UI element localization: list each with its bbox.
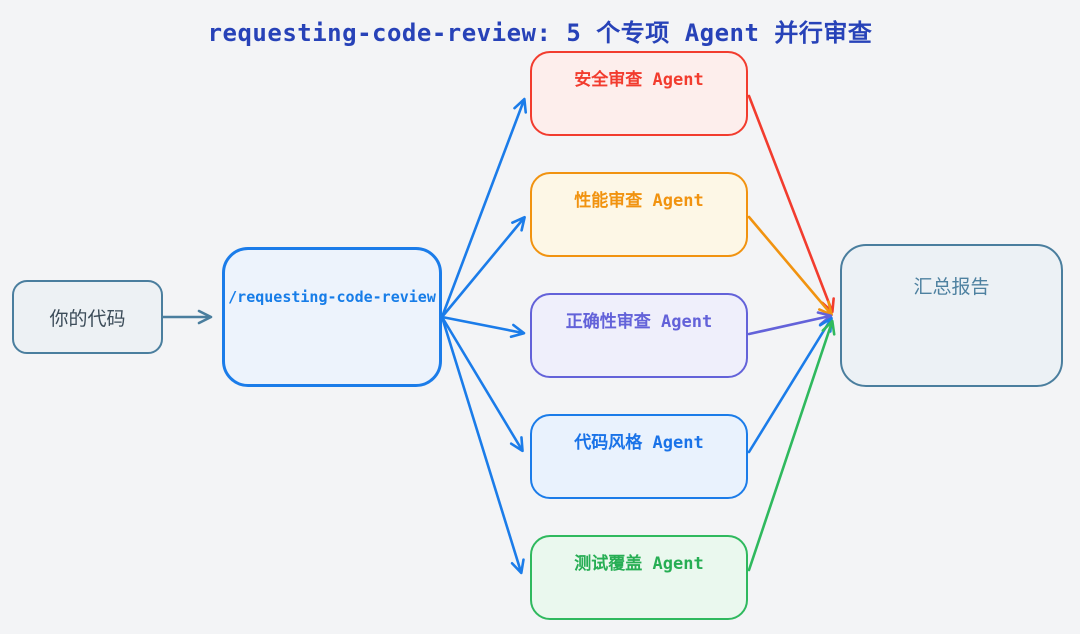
edge-command-to-testcov — [440, 315, 525, 575]
node-agent-codestyle: 代码风格 Agent — [530, 414, 748, 499]
node-agent-testcov: 测试覆盖 Agent — [530, 535, 748, 620]
node-agent-codestyle-label: 代码风格 Agent — [574, 433, 704, 453]
node-summary: 汇总报告 — [840, 244, 1063, 387]
edge-testcov-to-summary — [747, 319, 836, 572]
edge-correctness-to-summary — [747, 311, 833, 336]
node-your-code: 你的代码 — [12, 280, 163, 354]
edge-command-to-codestyle — [440, 315, 524, 453]
edge-command-to-performance — [440, 215, 526, 319]
node-command: /requesting-code-review — [222, 247, 442, 387]
node-agent-performance: 性能审查 Agent — [530, 172, 748, 257]
node-agent-security-label: 安全审查 Agent — [574, 70, 704, 90]
node-command-label: /requesting-code-review — [228, 288, 436, 306]
node-agent-testcov-label: 测试覆盖 Agent — [574, 554, 704, 574]
node-summary-label: 汇总报告 — [913, 276, 990, 298]
node-agent-correctness: 正确性审查 Agent — [530, 293, 748, 378]
node-your-code-label: 你的代码 — [49, 307, 126, 330]
edge-command-to-correctness — [440, 315, 526, 339]
edge-command-to-security — [440, 97, 528, 319]
node-agent-performance-label: 性能审查 Agent — [574, 191, 704, 211]
diagram-title: requesting-code-review: 5 个专项 Agent 并行审查 — [207, 19, 873, 47]
node-agent-security: 安全审查 Agent — [530, 51, 748, 136]
edge-performance-to-summary — [747, 215, 833, 317]
edge-security-to-summary — [747, 94, 835, 314]
node-agent-correctness-label: 正确性审查 Agent — [565, 312, 713, 332]
edge-codestyle-to-summary — [747, 316, 833, 454]
